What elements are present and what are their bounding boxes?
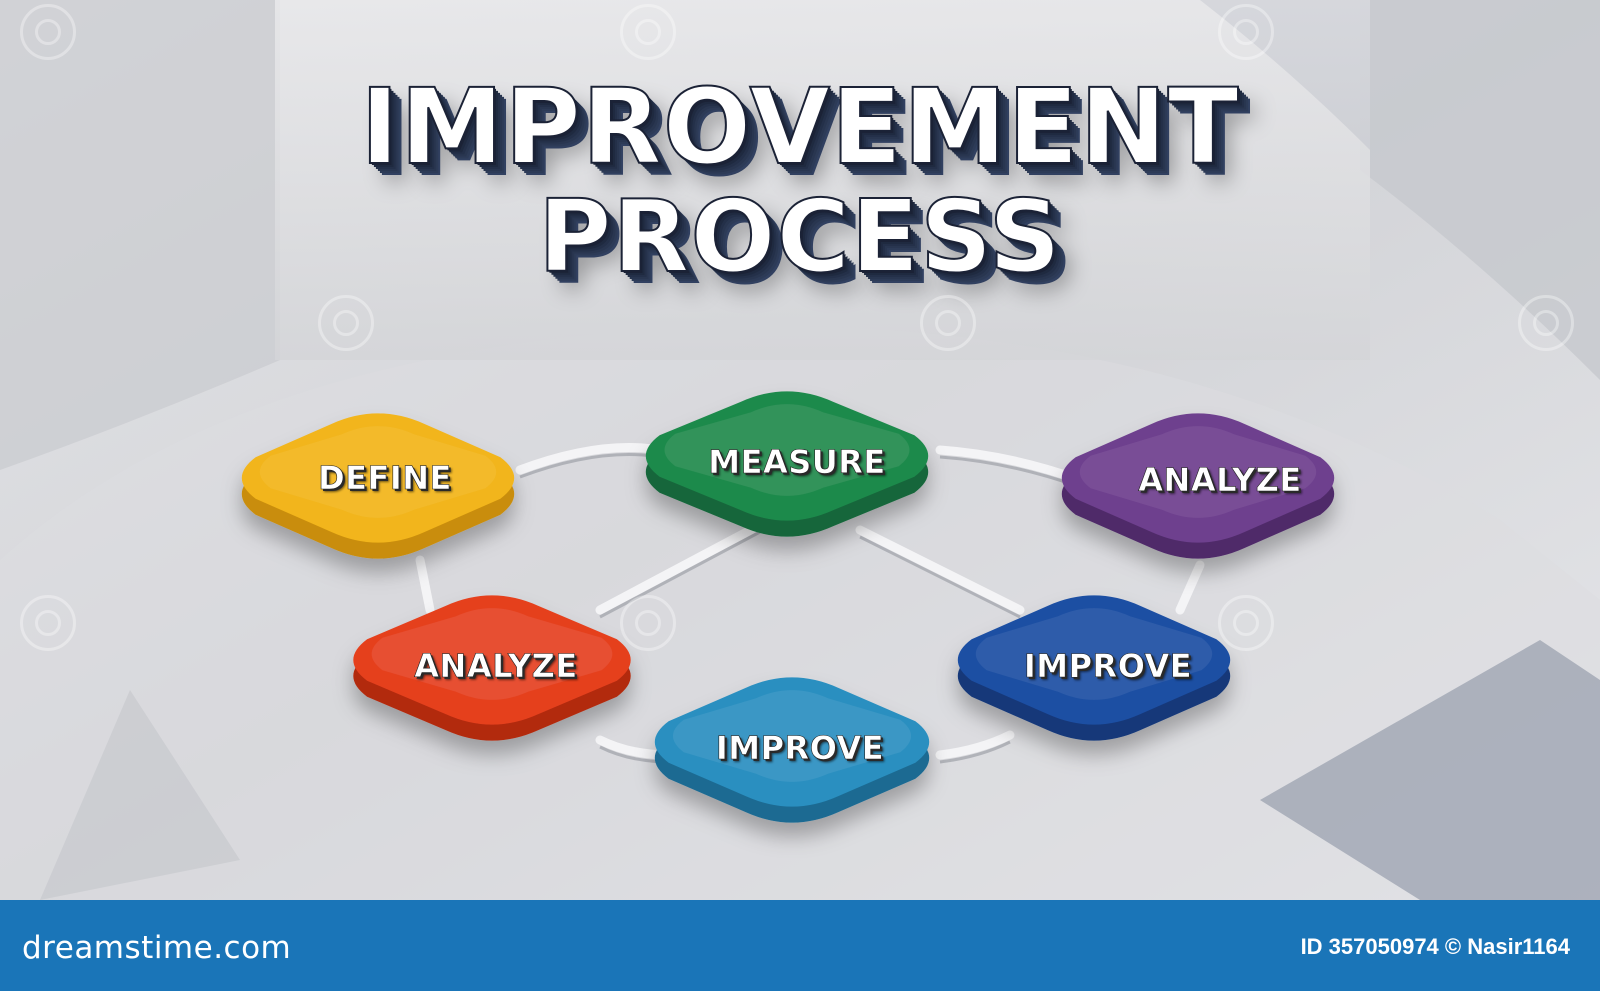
watermark-swirl-icon (20, 595, 76, 651)
node-analyze-2-highlight (371, 608, 613, 700)
brand-logo-text: dreamstime.com (22, 930, 292, 966)
watermark-swirl-icon (1218, 595, 1274, 651)
node-analyze-2 (353, 595, 631, 741)
background (0, 0, 1600, 900)
watermark-swirl-icon (620, 4, 676, 60)
node-shapes (241, 391, 1335, 823)
watermark-swirl-icon (318, 295, 374, 351)
watermark-swirl-icon (20, 4, 76, 60)
node-measure (645, 391, 929, 537)
watermark-swirl-icon (620, 595, 676, 651)
watermark-bar: dreamstime.com ID 357050974 © Nasir1164 (0, 900, 1600, 991)
node-analyze-1 (1061, 413, 1335, 559)
title-line-1: IMPROVEMENT (359, 65, 1240, 189)
node-label-improve-2: IMPROVE (715, 729, 885, 767)
node-label-analyze-1: ANALYZE (1138, 461, 1302, 499)
node-label-improve-1: IMPROVE (1023, 647, 1193, 685)
node-improve-2 (654, 677, 930, 823)
watermark-swirl-icon (1218, 4, 1274, 60)
watermark-swirl-icon (1518, 295, 1574, 351)
node-label-measure: MEASURE (708, 443, 886, 481)
process-diagram (0, 0, 1600, 900)
title-line-2: PROCESS (537, 177, 1062, 296)
node-improve-1-highlight (975, 608, 1213, 700)
node-define-highlight (259, 426, 497, 518)
node-label-define: DEFINE (318, 459, 452, 497)
watermark-swirl-icon (920, 295, 976, 351)
node-label-analyze-2: ANALYZE (414, 647, 578, 685)
node-define (241, 413, 515, 559)
node-improve-1 (957, 595, 1231, 741)
diagram-canvas: IMPROVEMENT PROCESS DEFINE MEASURE ANALY… (0, 0, 1600, 900)
node-analyze-1-highlight (1079, 426, 1317, 518)
node-measure-highlight (664, 404, 910, 496)
image-id-credit: ID 357050974 © Nasir1164 (1300, 934, 1570, 959)
node-improve-2-highlight (672, 690, 912, 782)
